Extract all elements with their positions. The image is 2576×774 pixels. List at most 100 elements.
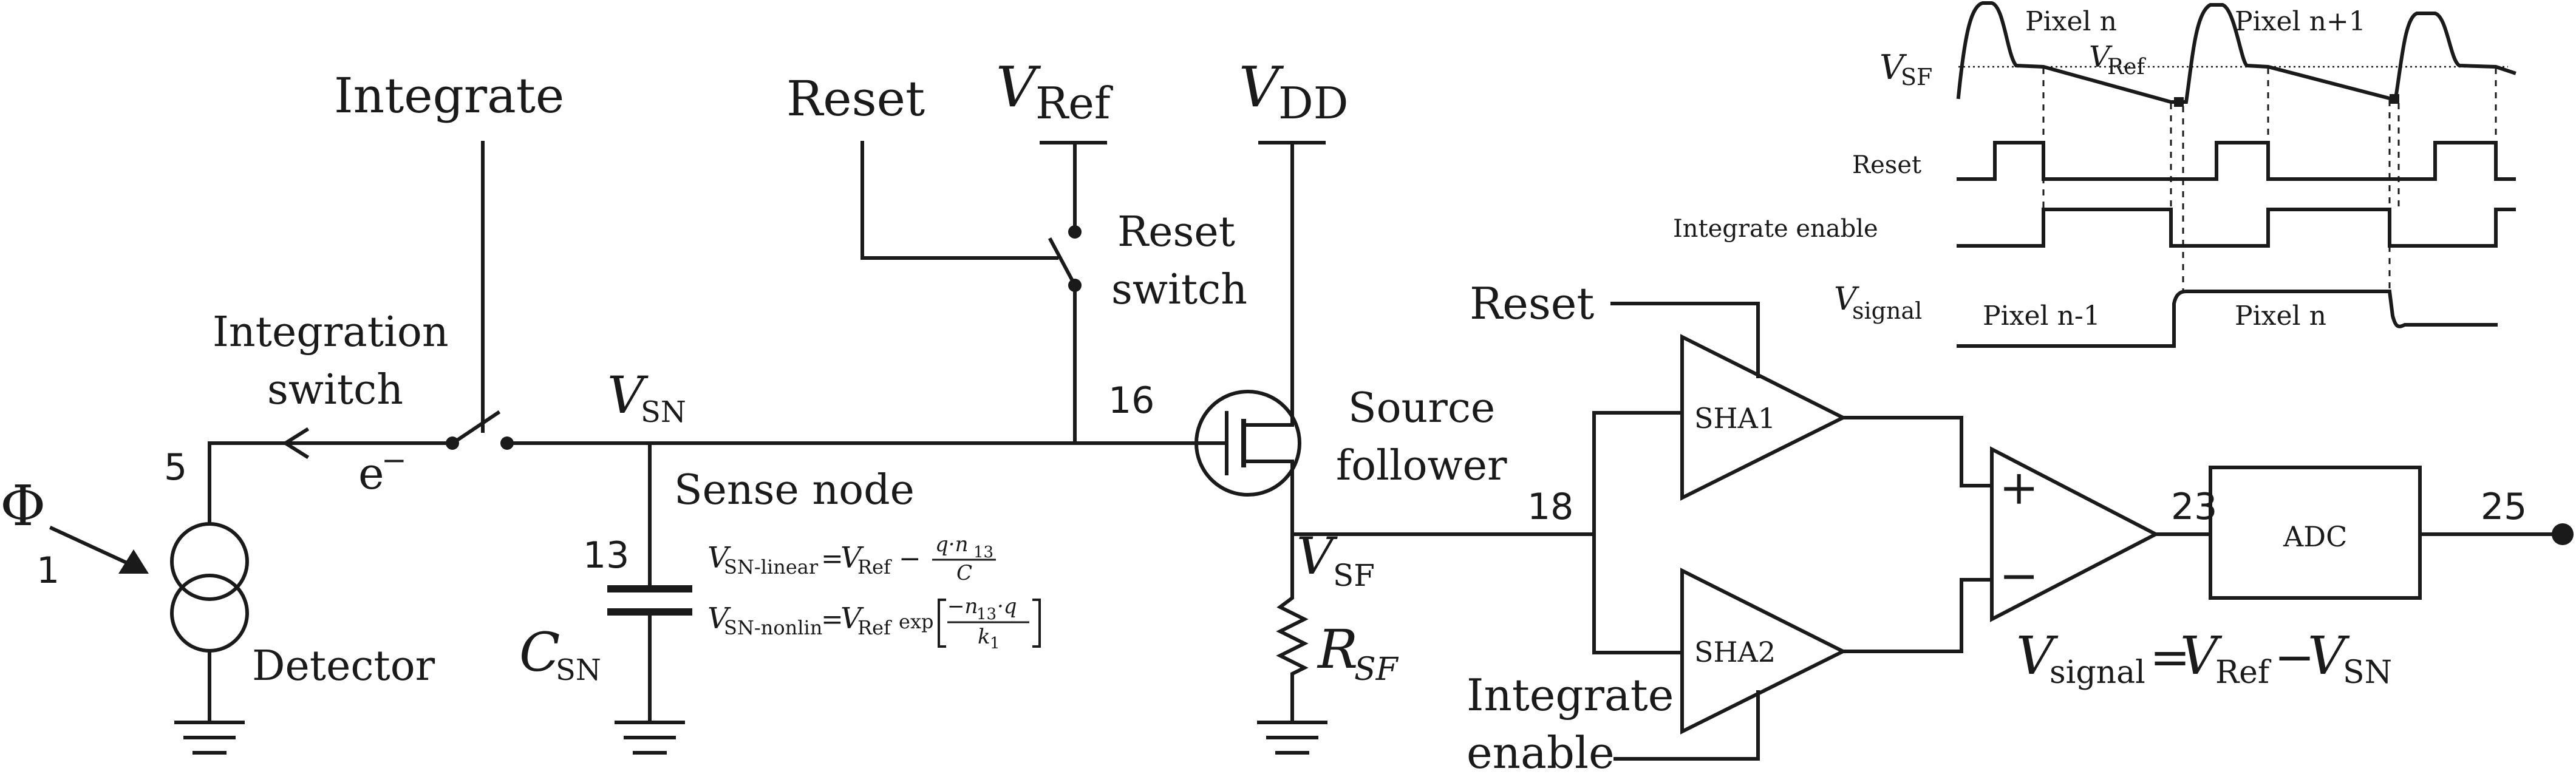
eq-linear-den: C — [956, 561, 972, 585]
integrate-enable-label-1: Integrate — [1467, 670, 1674, 721]
eq-linear-num-sub: 13 — [973, 543, 993, 562]
eq-main-eq: = — [2150, 629, 2190, 685]
vsn-sub: SN — [641, 395, 686, 429]
ground-symbol-capacitor — [615, 721, 685, 755]
timing-integrate-enable-waveform — [1957, 208, 2516, 248]
sha-section: SHA1 SHA2 Reset Integrate enable — [1467, 278, 1994, 774]
timing-pixel-nm1-label: Pixel n-1 — [1983, 300, 2101, 331]
sha1-output-wire — [1841, 416, 1994, 487]
eq-main-sub: signal — [2050, 654, 2145, 691]
detector-node-number: 5 — [164, 446, 187, 489]
timing-pixel-n-label: Pixel n — [2025, 6, 2117, 37]
sense-node-section: V SN Sense node 13 C SN — [508, 365, 1216, 755]
sense-node-label: Sense node — [674, 466, 915, 514]
integration-switch-label-1: Integration — [213, 308, 449, 356]
rsf-resistor — [1276, 532, 1309, 724]
detector-label: Detector — [252, 642, 435, 690]
photon-arrowhead — [118, 549, 149, 574]
capacitor-node-number: 13 — [583, 534, 629, 577]
rsf-sub: SF — [1354, 651, 1399, 688]
eq-nonlin-bracket-right — [1032, 599, 1041, 648]
timing-pixel-n-sig-label: Pixel n — [2235, 300, 2326, 331]
eq-nonlin-num-sub: 13 — [976, 605, 997, 623]
eq-linear-v: V — [707, 541, 731, 575]
timing-vsignal-sub: signal — [1852, 297, 1922, 324]
eq-nonlin-den-sub: 1 — [990, 634, 1000, 653]
timing-reset-label: Reset — [1852, 151, 1921, 179]
eq-main-v2: V — [2180, 626, 2223, 687]
ground-symbol-detector — [174, 721, 245, 755]
source-follower-section: V DD 16 Source follower V SF R SF 18 — [1108, 55, 1596, 755]
eq-main-v: V — [2016, 626, 2059, 687]
vref-sub: Ref — [1035, 78, 1113, 129]
timing-vsignal-label: V — [1834, 281, 1859, 317]
diff-amp-minus: − — [1999, 549, 2039, 603]
vref-label: V — [996, 55, 1041, 120]
integrate-label: Integrate — [334, 67, 564, 124]
eq-main-sub3: SN — [2343, 654, 2392, 691]
sense-node-equations: V SN-linear = V Ref − q·n 13 C V SN-nonl… — [707, 532, 1041, 653]
timing-pixel-n1-label: Pixel n+1 — [2235, 6, 2366, 37]
timing-vsf-waveform — [1956, 1, 2516, 104]
eq-nonlin-bracket-left — [938, 599, 946, 648]
detector-wire — [208, 441, 451, 526]
sha1-triangle — [1680, 334, 1847, 501]
sha2-output-wire — [1841, 578, 1994, 653]
eq-main-sub2: Ref — [2215, 654, 2272, 691]
integration-switch-blade — [452, 410, 501, 444]
eq-nonlin-v: V — [707, 602, 731, 636]
eq-nonlin-eq: = — [821, 604, 843, 635]
vsf-label: V — [1297, 526, 1338, 586]
eq-nonlin-den: k — [978, 625, 990, 649]
reset-switch-section: Reset V Ref Reset switch — [786, 55, 1247, 445]
timing-integrate-enable-label: Integrate enable — [1673, 215, 1878, 243]
reset-switch-blade — [1048, 237, 1077, 286]
timing-vref-label: V — [2089, 40, 2113, 74]
detector-section: Φ 1 Detector 5 e − — [0, 427, 451, 755]
out-node-number: 18 — [1527, 486, 1573, 528]
sha1-label: SHA1 — [1694, 402, 1776, 435]
reset-sha-wire — [1610, 302, 1760, 378]
eq-nonlin-num: −n — [947, 594, 978, 619]
timing-vsf-sub: SF — [1901, 64, 1932, 90]
reset-switch-contact-top — [1068, 225, 1082, 239]
reset-switch-label-2: switch — [1111, 266, 1247, 314]
csn-sub: SN — [556, 653, 601, 687]
diff-amp-triangle — [1990, 446, 2160, 622]
diff-amp-plus: + — [1999, 461, 2039, 515]
eq-nonlin-v2: V — [840, 602, 864, 636]
timing-vref-sub: Ref — [2107, 55, 2146, 80]
timing-diagram: V SF Pixel n Pixel n+1 V Ref Reset Integ… — [1673, 1, 2516, 348]
electron-label: e — [358, 448, 384, 499]
timing-vsignal-waveform — [1957, 290, 2498, 348]
vdd-label: V — [1239, 55, 1284, 120]
adc-output-terminal — [2552, 523, 2574, 545]
electron-flow-arrow — [282, 427, 310, 460]
transistor-source — [1242, 460, 1294, 536]
timing-vsf-marker-2 — [2390, 94, 2399, 104]
eq-linear-minus: − — [899, 543, 921, 574]
vsf-sub: SF — [1333, 558, 1375, 593]
eq-main-minus: − — [2274, 629, 2315, 685]
integration-switch-label-2: switch — [267, 366, 403, 414]
timing-vsf-marker-1 — [2174, 97, 2184, 107]
reset-sha-label: Reset — [1470, 278, 1594, 329]
csn-label: C — [519, 621, 560, 684]
eq-nonlin-num-rest: ·q — [997, 594, 1017, 619]
eq-nonlin-exp: exp — [899, 610, 933, 633]
reset-top-label: Reset — [786, 70, 925, 127]
phi-label: Φ — [0, 474, 46, 538]
reset-switch-label-1: Reset — [1117, 208, 1235, 256]
transistor-drain — [1242, 402, 1294, 427]
source-follower-label-1: Source — [1348, 384, 1495, 432]
phi-node-number: 1 — [36, 549, 60, 592]
integrate-enable-label-2: enable — [1467, 727, 1615, 774]
rsf-label: R — [1317, 618, 1358, 681]
eq-linear-num: q·n — [935, 532, 968, 557]
timing-vsf-label: V — [1879, 48, 1907, 87]
timing-reset-waveform — [1957, 141, 2516, 181]
sha2-triangle — [1680, 568, 1847, 735]
integration-switch-contact-right — [500, 436, 514, 450]
eq-nonlin-sub: SN-nonlin — [724, 616, 822, 639]
